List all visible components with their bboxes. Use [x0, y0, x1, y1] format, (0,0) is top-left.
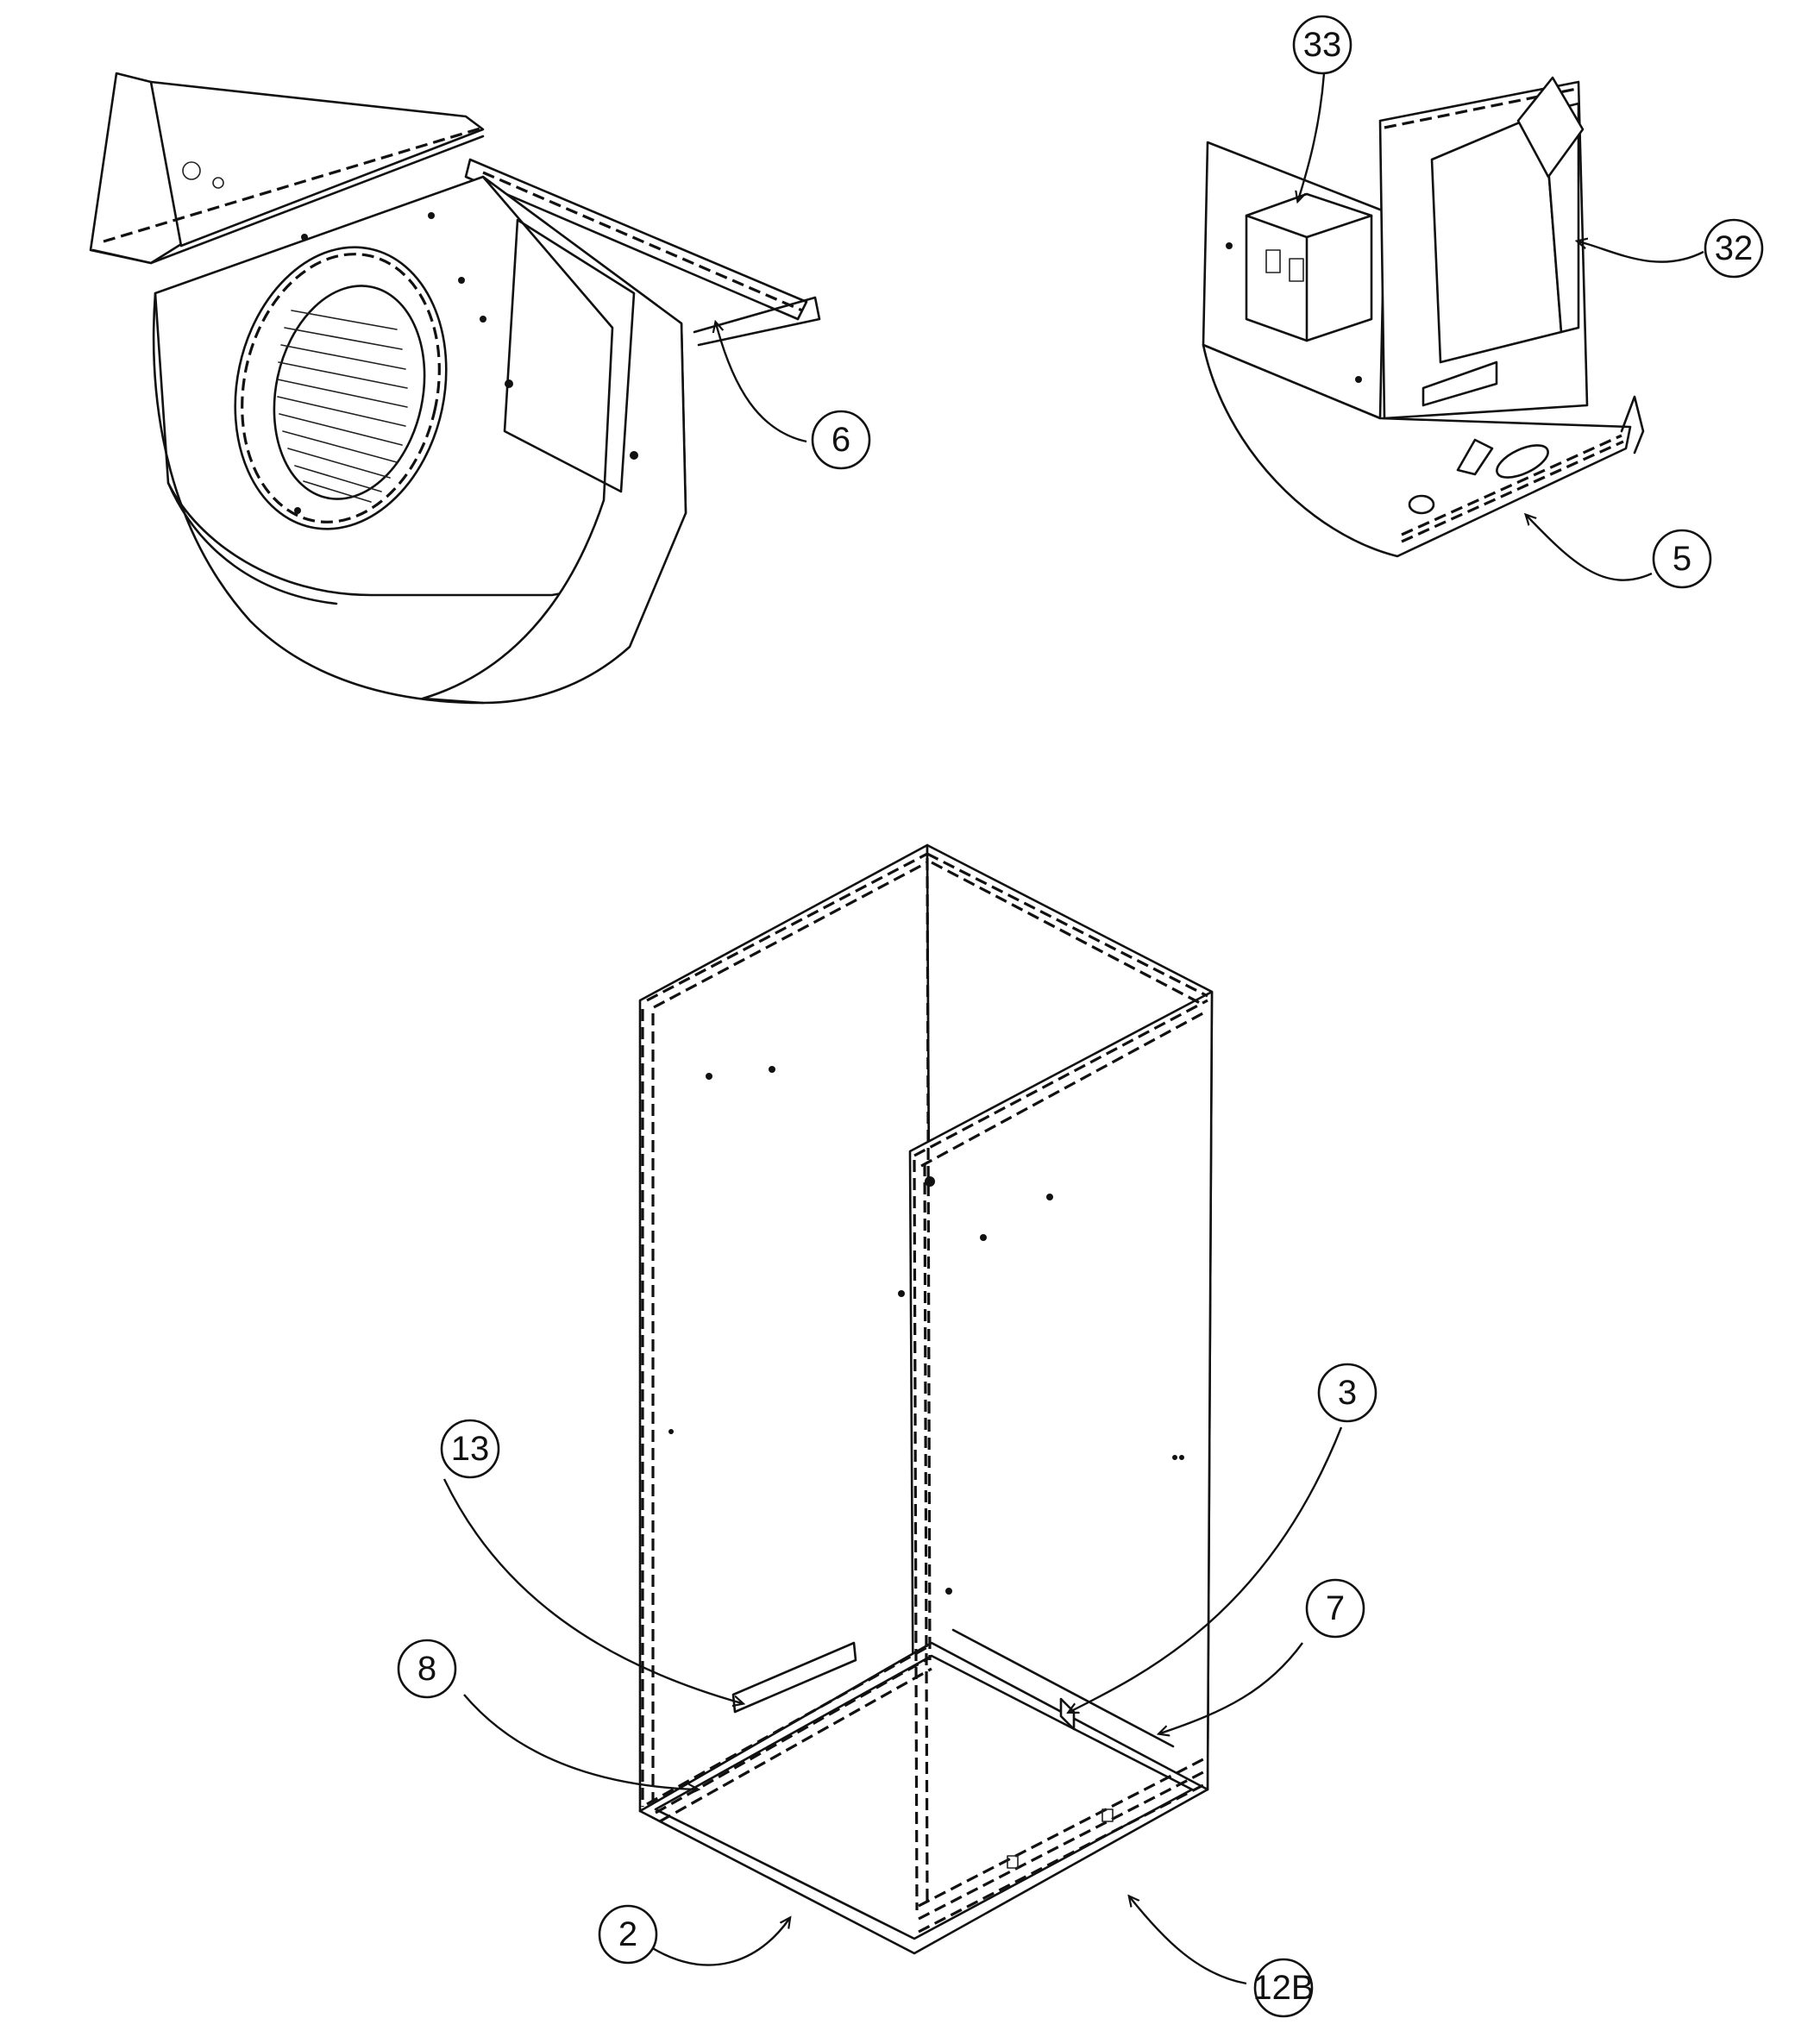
- callout-5: 5: [1652, 529, 1712, 589]
- callout-33: 33: [1292, 15, 1352, 75]
- leader-8: [463, 1694, 697, 1789]
- callout-3: 3: [1317, 1363, 1378, 1423]
- leader-5: [1527, 516, 1653, 581]
- leader-13: [442, 1478, 742, 1703]
- callout-33-label: 33: [1303, 26, 1342, 64]
- callout-12B: 12B: [1252, 1958, 1315, 2018]
- leader-33: [1298, 72, 1326, 200]
- callout-13-label: 13: [451, 1430, 490, 1468]
- callout-12B-label: 12B: [1252, 1969, 1314, 2007]
- leader-12B: [1130, 1897, 1247, 1985]
- callout-2-label: 2: [618, 1915, 637, 1953]
- callout-2: 2: [598, 1904, 658, 1965]
- leader-2: [646, 1919, 789, 1966]
- callout-32: 32: [1704, 218, 1764, 279]
- blower-assembly: [89, 72, 821, 705]
- leader-lines: [442, 72, 1704, 1985]
- callout-6: 6: [811, 410, 871, 470]
- callout-7-label: 7: [1326, 1589, 1345, 1627]
- leader-3: [1070, 1426, 1343, 1712]
- callout-5-label: 5: [1673, 540, 1691, 578]
- leader-32: [1578, 241, 1704, 263]
- callout-8-label: 8: [417, 1650, 436, 1688]
- callout-6-label: 6: [832, 421, 850, 459]
- control-box-assembly: [1202, 76, 1645, 558]
- cabinet-assembly: [638, 843, 1214, 1955]
- callout-3-label: 3: [1338, 1374, 1357, 1412]
- callout-7: 7: [1305, 1578, 1365, 1639]
- callout-8: 8: [397, 1639, 457, 1699]
- leader-6: [716, 323, 807, 443]
- leader-7: [1160, 1642, 1303, 1733]
- callout-13: 13: [440, 1419, 500, 1479]
- callout-32-label: 32: [1715, 229, 1754, 267]
